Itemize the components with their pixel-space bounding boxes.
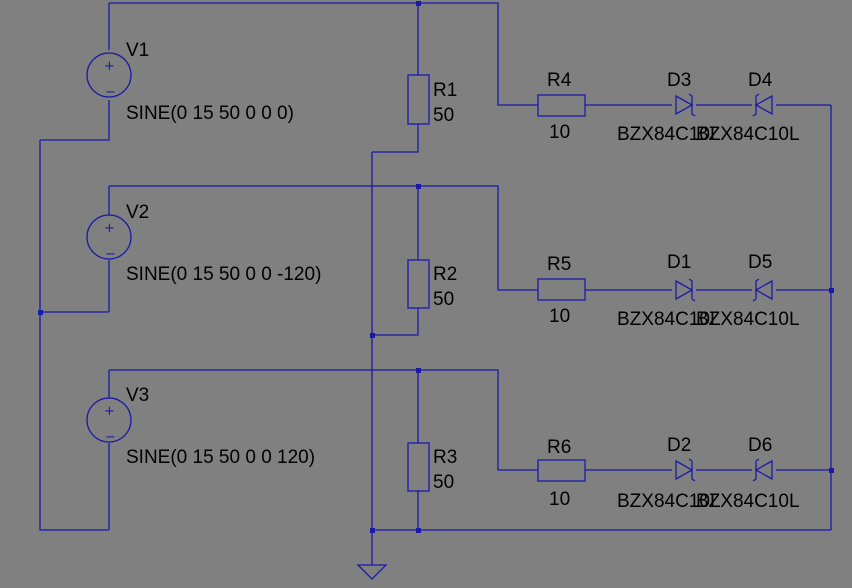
r3-label: R3 bbox=[433, 447, 457, 468]
zener-diode-d6-symbol bbox=[752, 458, 773, 482]
svg-text:+: + bbox=[104, 404, 115, 419]
zener-diode-d1-symbol bbox=[675, 278, 696, 302]
r2-wires bbox=[372, 186, 419, 336]
r2-label: R2 bbox=[433, 264, 457, 285]
d6-label: D6 bbox=[748, 435, 772, 456]
d4-part: BZX84C10L bbox=[696, 124, 800, 145]
d5-part: BZX84C10L bbox=[696, 309, 800, 330]
resistor-r2-body bbox=[407, 259, 430, 309]
resistor-r1-body bbox=[407, 74, 430, 125]
voltage-source-v3: + − bbox=[86, 397, 132, 445]
r5-label: R5 bbox=[547, 254, 571, 275]
svg-text:−: − bbox=[105, 247, 116, 262]
r6-label: R6 bbox=[547, 437, 571, 458]
r3-value: 50 bbox=[433, 472, 454, 493]
voltage-source-v2: + − bbox=[86, 214, 132, 262]
d2-label: D2 bbox=[667, 435, 691, 456]
d5-label: D5 bbox=[748, 252, 772, 273]
r4-label: R4 bbox=[547, 70, 572, 91]
svg-text:+: + bbox=[104, 221, 115, 236]
v3-wires bbox=[108, 369, 538, 530]
source-common-wire bbox=[39, 140, 109, 531]
svg-text:+: + bbox=[104, 59, 115, 74]
v1-label: V1 bbox=[126, 40, 149, 61]
neutral-wire bbox=[371, 152, 831, 565]
zener-diode-d2-symbol bbox=[675, 458, 696, 482]
zener-diode-d4-symbol bbox=[752, 93, 773, 117]
v2-value: SINE(0 15 50 0 0 -120) bbox=[126, 264, 321, 285]
r1-value: 50 bbox=[433, 105, 454, 126]
d3-part: BZX84C10L bbox=[617, 124, 721, 145]
r5-value: 10 bbox=[549, 306, 570, 327]
v2-wires bbox=[108, 185, 538, 312]
ground-symbol bbox=[356, 564, 388, 580]
v1-value: SINE(0 15 50 0 0 0) bbox=[126, 103, 294, 124]
v3-value: SINE(0 15 50 0 0 120) bbox=[126, 447, 315, 468]
v1-wires bbox=[40, 2, 538, 141]
d3-label: D3 bbox=[667, 70, 691, 91]
resistor-r4-body bbox=[537, 94, 586, 117]
zener-diode-d3-symbol bbox=[675, 93, 696, 117]
v2-label: V2 bbox=[126, 202, 149, 223]
d6-part: BZX84C10L bbox=[696, 491, 800, 512]
resistor-r5-body bbox=[537, 278, 586, 301]
resistor-r6-body bbox=[537, 459, 586, 482]
svg-text:−: − bbox=[105, 85, 116, 100]
voltage-source-v1: + − bbox=[86, 52, 132, 100]
r1-label: R1 bbox=[433, 80, 457, 101]
svg-text:−: − bbox=[105, 430, 116, 445]
zener-diode-d5-symbol bbox=[752, 278, 773, 302]
d4-label: D4 bbox=[748, 70, 773, 91]
d1-part: BZX84C10L bbox=[617, 309, 721, 330]
junction-dots bbox=[38, 1, 834, 533]
d1-label: D1 bbox=[667, 252, 691, 273]
r6-value: 10 bbox=[549, 489, 570, 510]
resistor-r3-body bbox=[407, 442, 430, 492]
r2-value: 50 bbox=[433, 289, 454, 310]
v3-label: V3 bbox=[126, 385, 149, 406]
r1-wires bbox=[372, 3, 419, 153]
r4-value: 10 bbox=[549, 122, 570, 143]
d2-part: BZX84C10L bbox=[617, 491, 721, 512]
